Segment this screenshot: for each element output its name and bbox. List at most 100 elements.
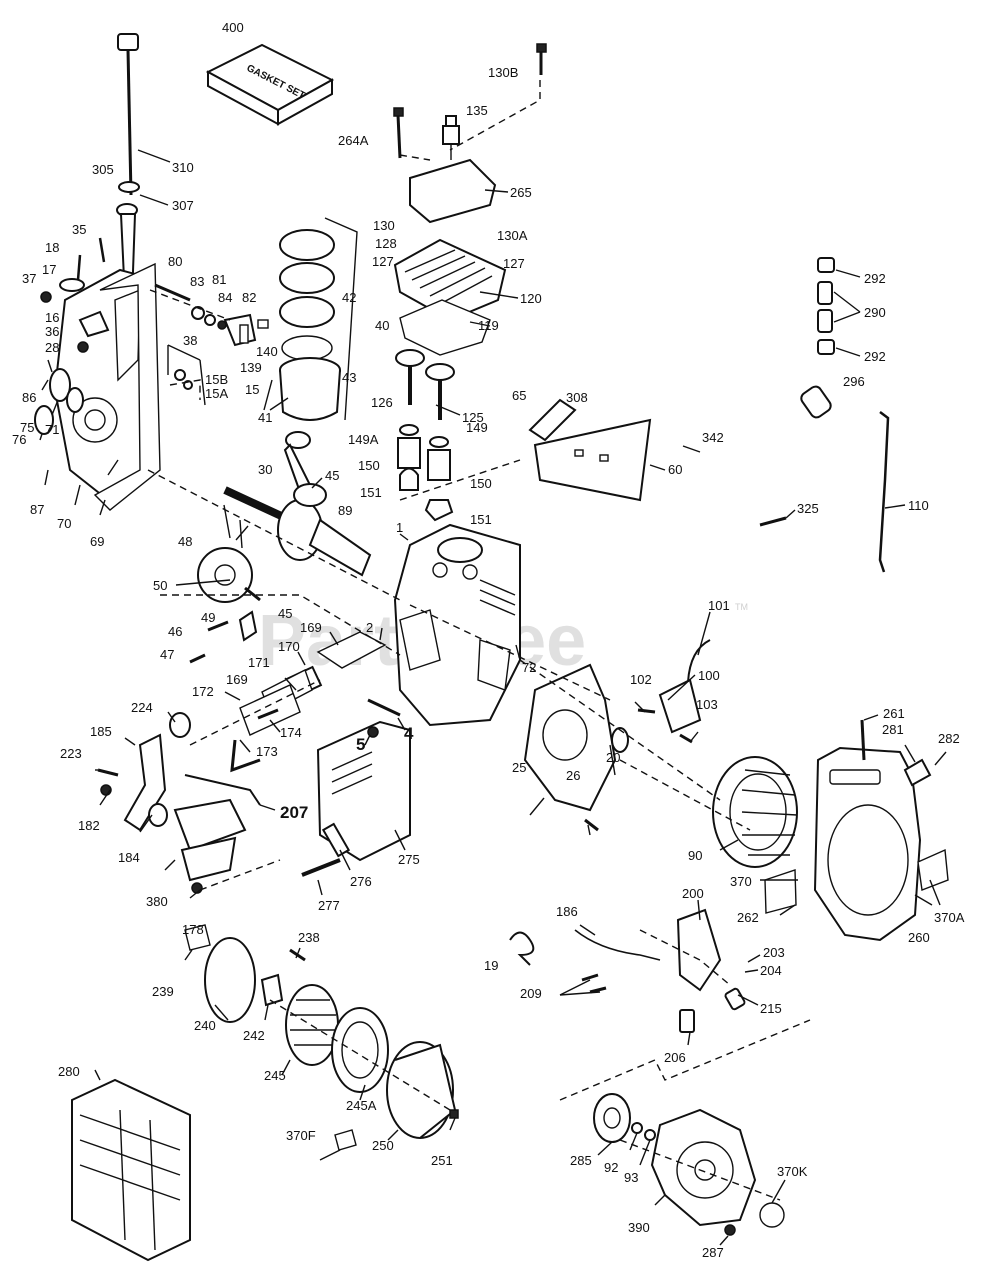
callout-239: 239 [152,984,174,999]
bolt-dash [399,154,431,161]
callout-84: 84 [218,290,232,305]
callout-178: 178 [182,922,204,937]
callout-49: 49 [201,610,215,625]
carburetor [148,798,247,894]
callout-75: 75 [20,420,34,435]
callout-250: 250 [372,1138,394,1153]
callout-50: 50 [153,578,167,593]
bolt-46 [207,620,229,632]
nut-5 [367,726,379,738]
callout-370: 370 [730,874,752,889]
callout-150-left: 150 [358,458,380,473]
screw-325 [759,516,787,527]
fuel-line [800,257,835,419]
callout-26: 26 [566,768,580,783]
watermark-trademark: TM [735,602,748,612]
callout-149A: 149A [348,432,379,447]
callout-45-top: 45 [325,468,339,483]
callout-87: 87 [30,502,44,517]
callout-151-right: 151 [470,512,492,527]
callout-251: 251 [431,1153,453,1168]
callout-308: 308 [566,390,588,405]
callout-100: 100 [698,668,720,683]
callout-204: 204 [760,963,782,978]
callout-82: 82 [242,290,256,305]
o-ring [118,181,140,193]
callout-101: 101 [708,598,730,613]
callout-262: 262 [737,910,759,925]
callout-46: 46 [168,624,182,639]
callout-83: 83 [190,274,204,289]
nut-287 [724,1224,736,1236]
dash-10 [559,1019,811,1101]
callout-307: 307 [172,198,194,213]
callout-245A: 245A [346,1098,377,1113]
dash-4 [189,679,321,746]
callout-103: 103 [696,697,718,712]
blower-housing [813,719,922,942]
switch-281 [903,758,932,787]
callout-370F: 370F [286,1128,316,1143]
cam-gear [197,504,261,603]
callout-4: 4 [404,724,414,743]
callout-125: 125 [462,410,484,425]
guard-280 [71,1078,191,1262]
callout-275: 275 [398,852,420,867]
callout-238: 238 [298,930,320,945]
dash-13 [169,379,201,400]
callout-5: 5 [356,735,365,754]
callout-81: 81 [212,272,226,287]
callout-110: 110 [908,498,929,513]
callout-380: 380 [146,894,168,909]
callout-127-left: 127 [372,254,394,269]
callout-287: 287 [702,1245,724,1260]
callout-310: 310 [172,160,194,175]
callout-2: 2 [366,620,373,635]
callout-223: 223 [60,746,82,761]
callout-30: 30 [258,462,272,477]
callout-126: 126 [371,395,393,410]
callout-209: 209 [520,986,542,1001]
callout-48: 48 [178,534,192,549]
callout-leaders [39,149,947,1246]
callout-25: 25 [512,760,526,775]
callout-35: 35 [72,222,86,237]
starter-cup [593,1093,656,1143]
spark-plug [442,115,460,160]
callout-36: 36 [45,324,59,339]
callout-245: 245 [264,1068,286,1083]
callout-206: 206 [664,1050,686,1065]
callout-42: 42 [342,290,356,305]
callout-60: 60 [668,462,682,477]
intake-elbow [97,712,191,832]
dash-5 [409,604,611,701]
callout-172: 172 [192,684,214,699]
callout-37: 37 [22,271,36,286]
head-gasket [399,299,491,356]
dash-3 [160,594,401,656]
bearing-71 [66,387,84,413]
ignition-coil [637,639,711,744]
cover-gasket [93,262,161,511]
callout-70: 70 [57,516,71,531]
callout-242: 242 [243,1028,265,1043]
callout-19: 19 [484,958,498,973]
lever-49 [238,610,258,642]
callout-135: 135 [466,103,488,118]
label-370a [917,848,949,891]
callout-16: 16 [45,310,59,325]
callout-140: 140 [256,344,278,359]
callout-203: 203 [763,945,785,960]
callout-285: 285 [570,1153,592,1168]
callout-200: 200 [682,886,704,901]
connecting-rod [283,431,327,507]
piston-bracket [324,217,358,421]
callout-292-bottom: 292 [864,349,886,364]
callout-169-top: 169 [300,620,322,635]
callout-215: 215 [760,1001,782,1016]
callout-71: 71 [45,422,59,437]
muffler [301,720,411,877]
seal-75 [49,368,71,402]
callout-15: 15 [245,382,259,397]
callout-150-right: 150 [470,476,492,491]
